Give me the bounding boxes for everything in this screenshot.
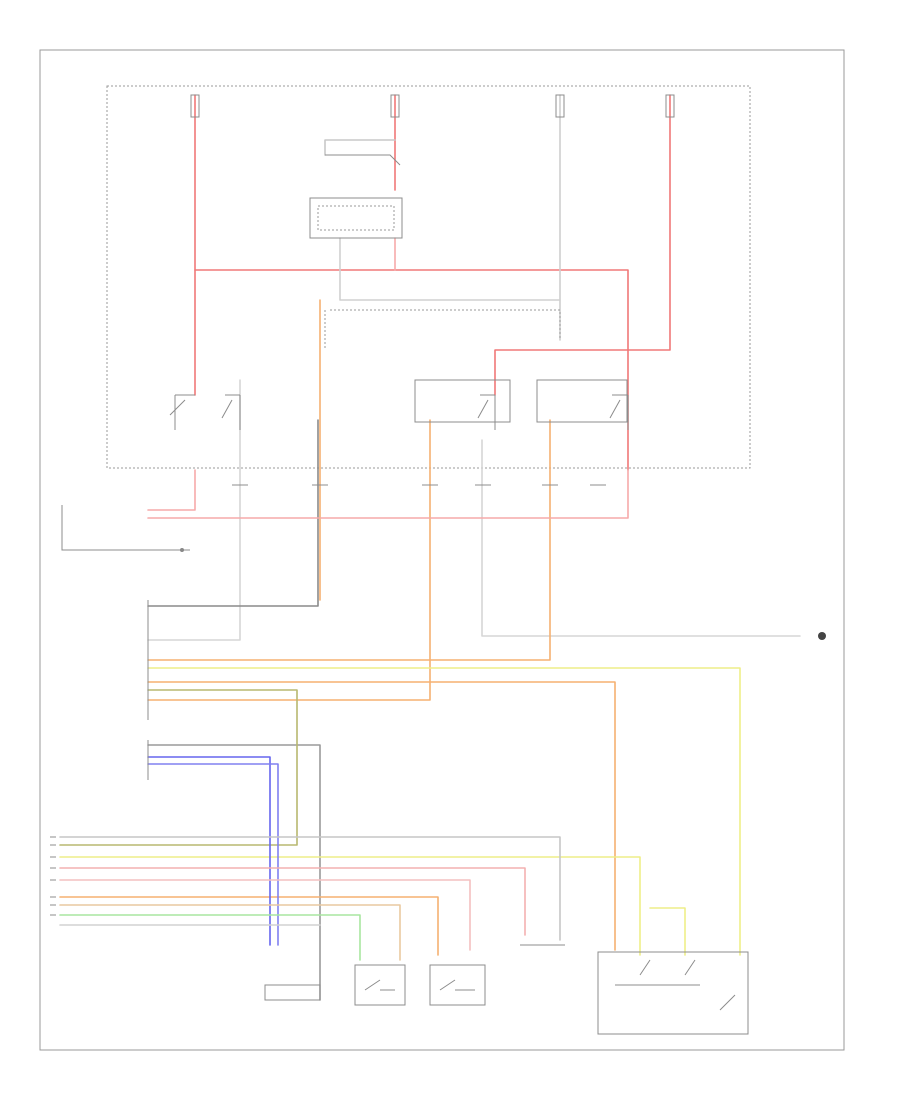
switch-module-body	[597, 951, 749, 1035]
pink-wire-row-2	[59, 879, 471, 951]
fuse-2	[390, 94, 400, 118]
bottom-component-3	[429, 964, 486, 1006]
dimmer-switch-wires	[147, 469, 629, 519]
yellow-wire-row-2	[59, 856, 641, 956]
red-wire-feed-4	[494, 94, 671, 396]
dark-wire-control	[147, 419, 319, 607]
gray-wire-harness	[59, 836, 561, 941]
ground	[818, 632, 826, 640]
upper-relay-body	[309, 197, 403, 239]
red-wires	[194, 94, 671, 471]
harness-pins	[50, 836, 56, 916]
orange-wire-right-relay	[147, 419, 551, 661]
green-wire	[59, 914, 361, 961]
blue-wire-2	[147, 763, 279, 946]
pink-wire-dimmer-2	[147, 469, 629, 519]
top-fuses	[190, 94, 675, 118]
dimmer-switch-contact	[180, 548, 184, 552]
bottom-component-1	[264, 984, 321, 1001]
gray-wire-upper-loop	[324, 139, 396, 156]
switch-module	[597, 951, 749, 1035]
pink-wire-dimmer-1	[147, 469, 196, 511]
orange-wire-mid-relay	[147, 419, 431, 701]
yellow-wire-row-1	[147, 667, 741, 956]
orange-wire-to-switch	[147, 681, 616, 951]
mid-dashed-link	[330, 309, 561, 340]
outer-frame	[39, 49, 845, 1051]
fuse-1	[190, 94, 200, 118]
dimmer-switch	[61, 505, 190, 552]
upper-relay-coil	[317, 205, 395, 231]
right-relay-body	[536, 379, 628, 423]
left-relay-switch-2	[221, 394, 241, 430]
blue-wire-1	[147, 756, 271, 946]
yellow-wires	[59, 667, 741, 956]
fuse-3	[555, 94, 565, 118]
gray-wire-relay-out	[339, 237, 561, 301]
tan-wire	[59, 904, 401, 961]
relay-panel-frame	[106, 85, 751, 469]
relay-row	[169, 309, 629, 430]
center-relay-body	[414, 379, 511, 423]
upper-relay	[309, 154, 403, 239]
orange-wire-bottom-comp	[59, 896, 439, 956]
dimmer-switch-bracket	[61, 505, 190, 551]
orange-wires	[59, 299, 616, 956]
olive-wire	[59, 689, 298, 846]
dark-wire-module-box	[147, 744, 321, 1001]
bottom-component-2	[354, 964, 406, 1006]
ground-symbol	[818, 632, 826, 640]
switch-module-contact-1	[615, 959, 700, 986]
left-relay-switch-1	[169, 394, 195, 430]
bottom-component-2-switch	[364, 979, 395, 991]
pink-wire-row-1	[59, 867, 526, 936]
switch-module-contact-2	[684, 959, 736, 1011]
center-relay-switch	[477, 394, 496, 430]
gray-wire-left	[147, 379, 241, 641]
fuse-4	[665, 94, 675, 118]
bottom-components	[264, 944, 565, 1006]
gray-wires	[147, 94, 801, 1001]
gray-wire-ground-run	[481, 439, 801, 637]
upper-relay-contact	[325, 154, 401, 166]
yellow-wire-switch	[649, 907, 686, 956]
lower-harness-wires	[59, 689, 561, 961]
right-relay-switch	[609, 394, 629, 430]
bottom-component-3-switch	[439, 979, 475, 991]
